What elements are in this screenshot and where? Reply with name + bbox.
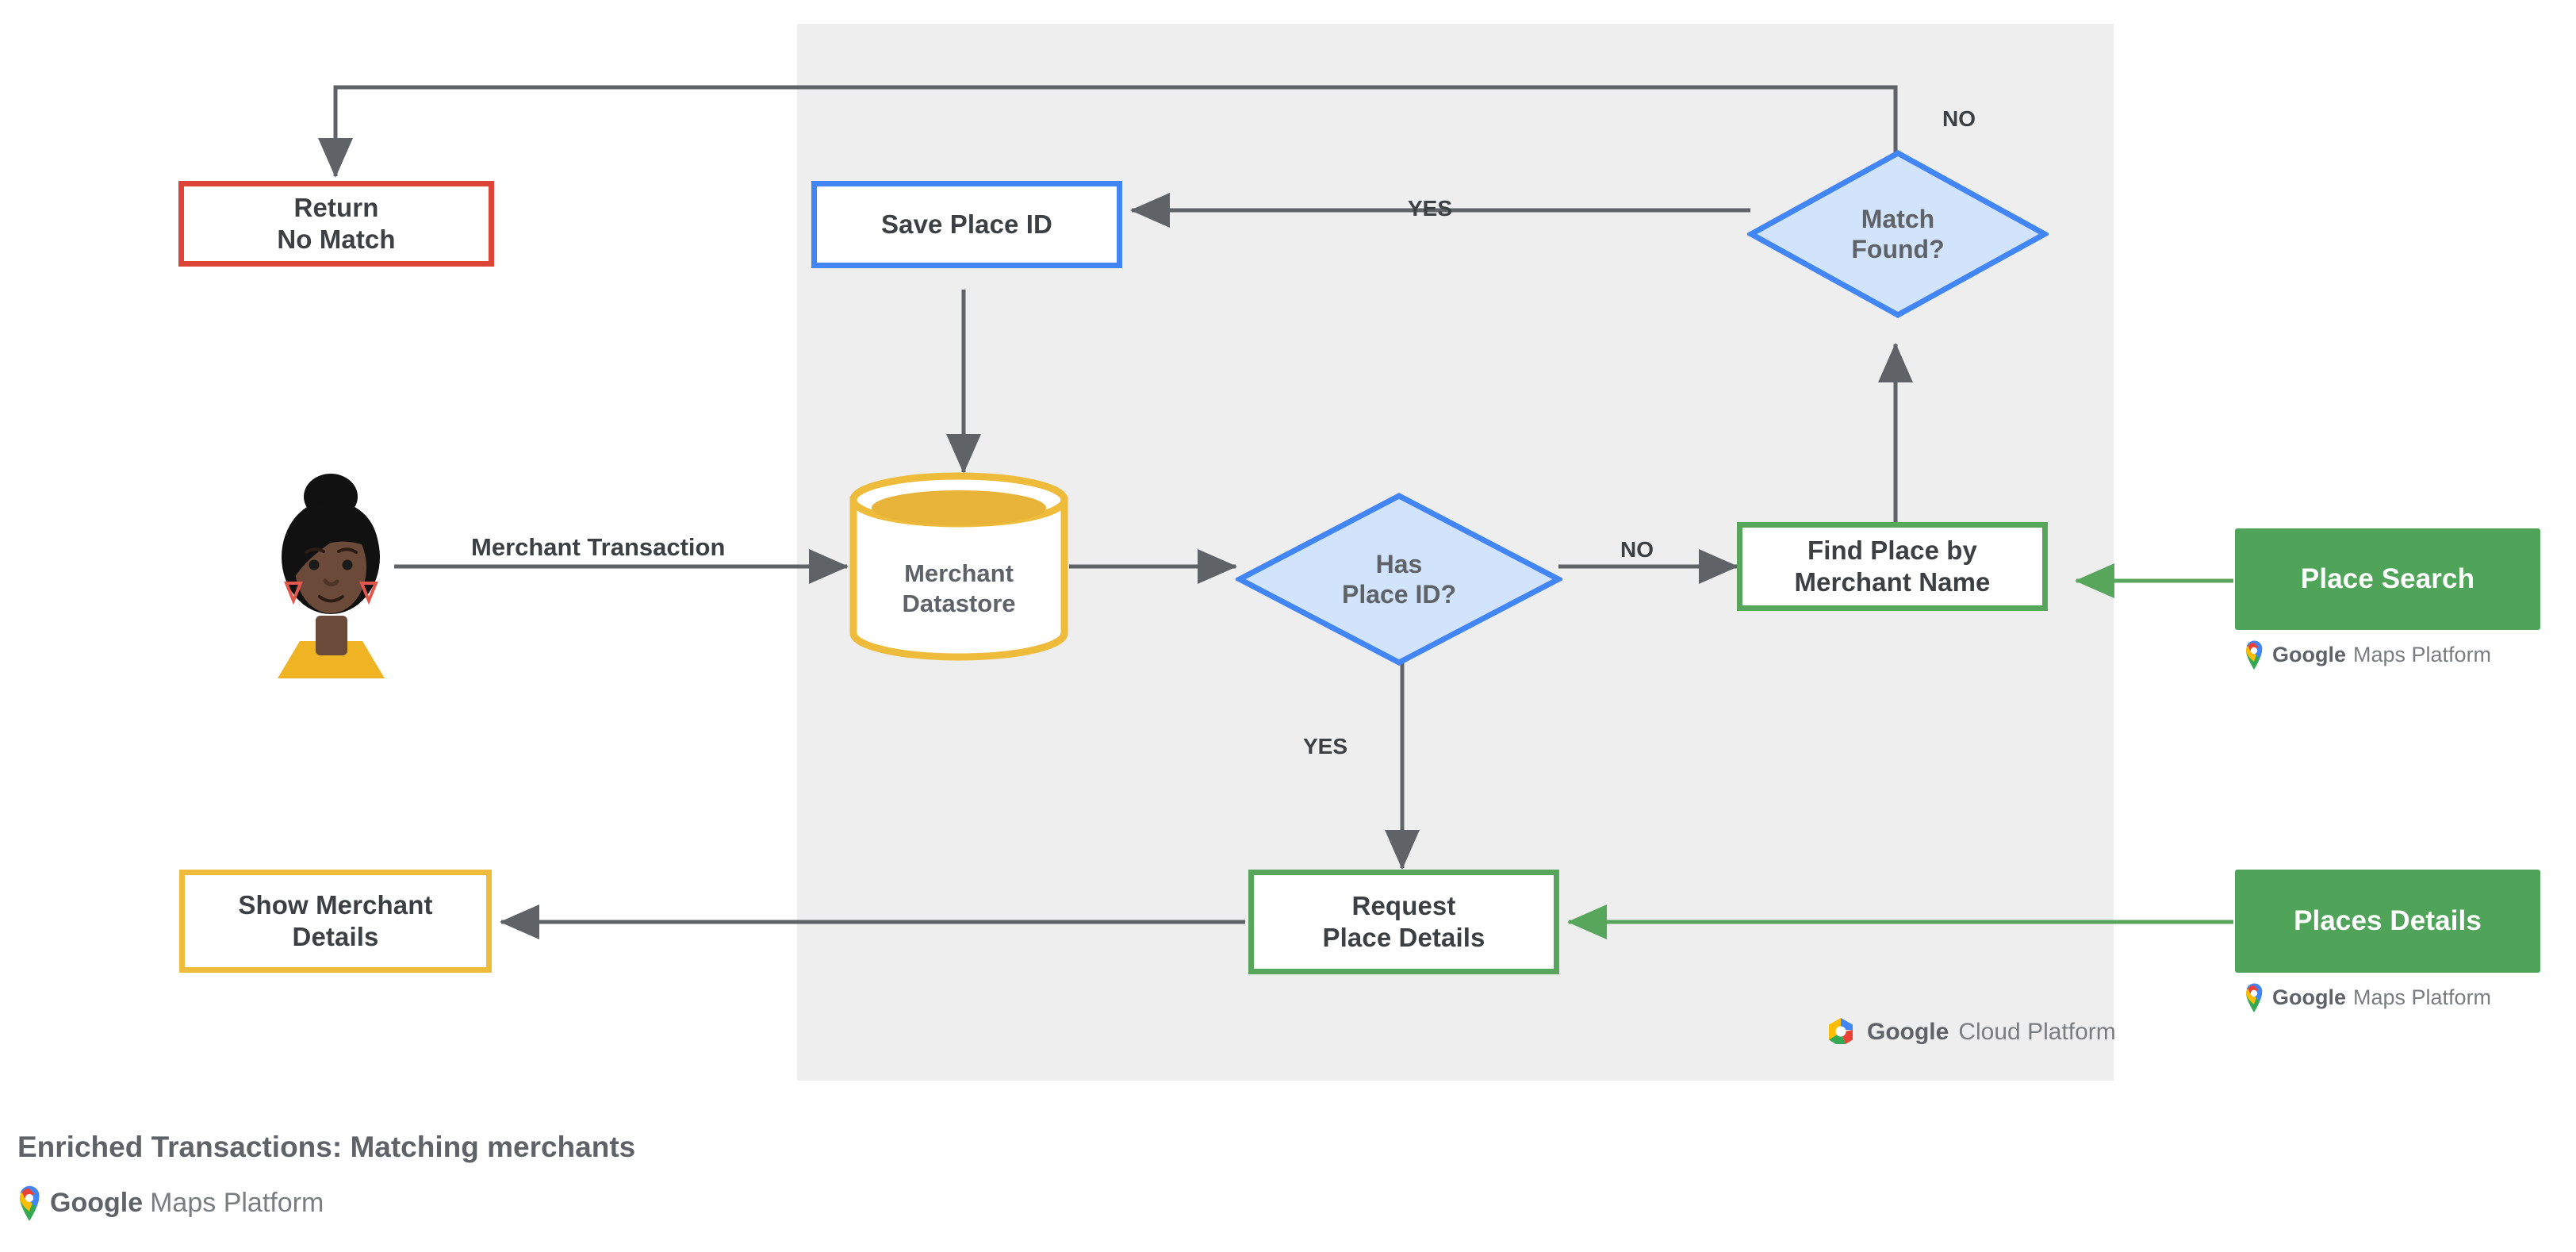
match-found-line1: Match bbox=[1861, 204, 1935, 233]
return-no-match-line1: Return bbox=[293, 192, 379, 222]
request-details-line2: Place Details bbox=[1322, 923, 1485, 952]
match-found-line2: Found? bbox=[1851, 235, 1945, 263]
merchant-datastore-line1: Merchant bbox=[904, 559, 1014, 588]
maps-logo-suffix-text: Maps Platform bbox=[150, 1187, 324, 1218]
node-merchant-datastore[interactable]: Merchant Datastore bbox=[847, 471, 1071, 662]
edge-label-has-place-id-no: NO bbox=[1620, 537, 1654, 562]
datastore-shape bbox=[849, 472, 1068, 661]
google-cloud-platform-logo: Google Cloud Platform bbox=[1824, 1016, 2116, 1048]
has-place-id-line1: Has bbox=[1375, 549, 1423, 578]
maps-logo-google-text: Google bbox=[50, 1187, 144, 1218]
google-maps-pin-icon bbox=[2246, 640, 2263, 670]
node-match-found[interactable]: Match Found? bbox=[1747, 149, 2049, 319]
find-place-line1: Find Place by bbox=[1807, 535, 1977, 565]
node-places-details[interactable]: Places Details bbox=[2235, 870, 2540, 973]
maps-platform-logo-footer: Google Maps Platform bbox=[16, 1185, 324, 1221]
edge-label-match-found-no: NO bbox=[1942, 106, 1976, 131]
person-avatar-icon bbox=[262, 460, 401, 678]
node-place-search[interactable]: Place Search bbox=[2235, 528, 2540, 630]
maps-logo-google-text: Google bbox=[2272, 985, 2346, 1009]
show-merchant-line2: Details bbox=[292, 922, 379, 951]
place-search-label: Place Search bbox=[2300, 563, 2475, 594]
merchant-datastore-line2: Datastore bbox=[902, 589, 1016, 617]
node-has-place-id[interactable]: Has Place ID? bbox=[1236, 492, 1562, 666]
diagram-caption: Enriched Transactions: Matching merchant… bbox=[17, 1131, 636, 1163]
gcp-logo-suffix-text: Cloud Platform bbox=[1958, 1019, 2116, 1045]
maps-logo-suffix-text: Maps Platform bbox=[2353, 642, 2492, 666]
avatar-illustration bbox=[278, 474, 385, 678]
return-no-match-line2: No Match bbox=[277, 225, 396, 254]
places-details-label: Places Details bbox=[2294, 904, 2482, 936]
maps-logo-suffix-text: Maps Platform bbox=[2353, 985, 2492, 1009]
show-merchant-line1: Show Merchant bbox=[238, 889, 433, 920]
edge-label-has-place-id-yes: YES bbox=[1303, 734, 1348, 758]
request-details-line1: Request bbox=[1351, 890, 1456, 920]
edge-label-merchant-transaction: Merchant Transaction bbox=[471, 533, 726, 561]
google-maps-pin-icon bbox=[19, 1185, 40, 1221]
maps-platform-logo-place-search: Google Maps Platform bbox=[2243, 639, 2491, 670]
match-found-shape bbox=[1747, 150, 2049, 318]
node-request-place-details[interactable]: Request Place Details bbox=[1248, 870, 1559, 974]
gcp-logo-google-text: Google bbox=[1867, 1019, 1949, 1045]
node-save-place-id[interactable]: Save Place ID bbox=[811, 181, 1122, 268]
has-place-id-line2: Place ID? bbox=[1341, 580, 1457, 609]
maps-platform-logo-places-details: Google Maps Platform bbox=[2243, 982, 2491, 1012]
edge-label-match-found-yes: YES bbox=[1408, 196, 1453, 221]
has-place-id-shape bbox=[1236, 493, 1562, 666]
google-maps-pin-icon bbox=[2246, 983, 2263, 1012]
maps-logo-google-text: Google bbox=[2272, 642, 2346, 666]
find-place-line2: Merchant Name bbox=[1794, 567, 1991, 597]
google-cloud-hexagon-icon bbox=[1829, 1018, 1853, 1044]
save-place-id-label: Save Place ID bbox=[881, 209, 1052, 239]
node-find-place-by-merchant-name[interactable]: Find Place by Merchant Name bbox=[1737, 522, 2048, 611]
node-show-merchant-details[interactable]: Show Merchant Details bbox=[179, 870, 492, 973]
node-return-no-match[interactable]: Return No Match bbox=[178, 181, 494, 267]
